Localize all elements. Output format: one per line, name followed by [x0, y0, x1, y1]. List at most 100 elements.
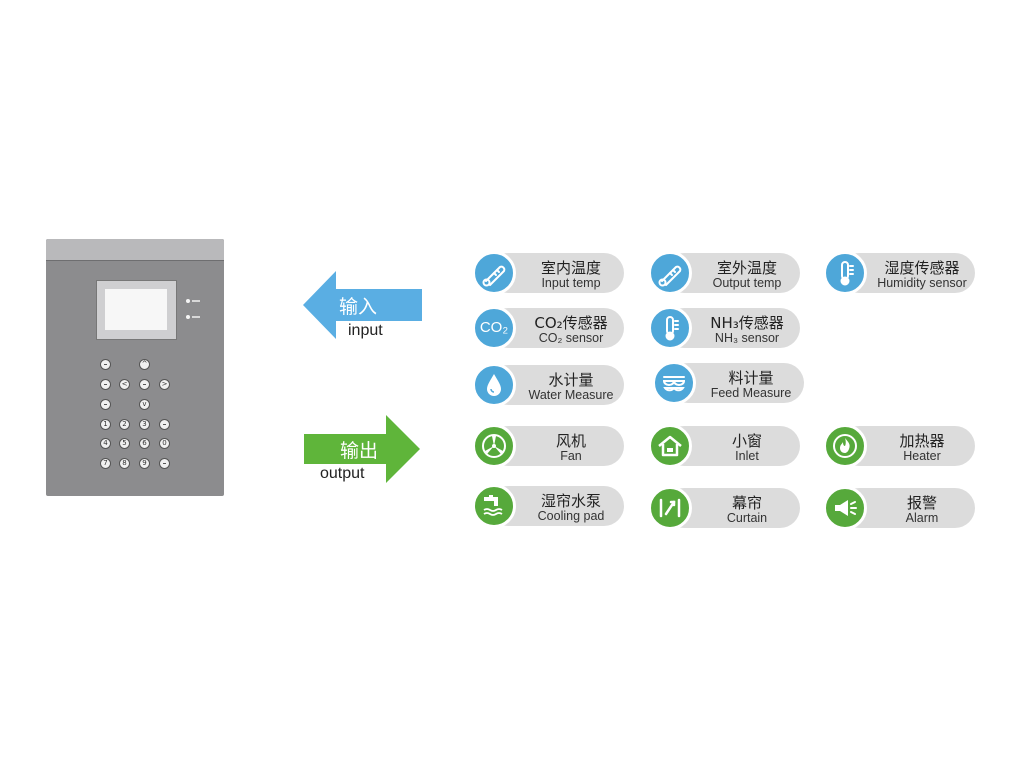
power-led-label — [192, 300, 200, 302]
curtain-icon — [648, 486, 692, 530]
keypad-key[interactable]: 0 — [159, 438, 170, 449]
keypad-key[interactable]: < — [119, 379, 130, 390]
controller-screen-frame — [96, 280, 177, 340]
power-led — [186, 299, 190, 303]
megaphone-icon — [823, 486, 867, 530]
house-icon — [648, 424, 692, 468]
input-item-water-measure: 水计量 Water Measure — [472, 363, 624, 407]
output-item-cooling-pad: 湿帘水泵 Cooling pad — [472, 484, 624, 528]
keypad-key[interactable] — [139, 379, 150, 390]
output-arrow — [304, 415, 420, 483]
keypad-key-glyph: ^ — [141, 360, 148, 368]
keypad-key-glyph: < — [121, 380, 128, 388]
input-arrow-shape — [303, 271, 422, 339]
keypad-key[interactable]: > — [159, 379, 170, 390]
input-arrow — [303, 271, 422, 339]
input-label-en: Output temp — [712, 276, 782, 290]
keypad-key[interactable]: 1 — [100, 419, 111, 430]
sensor-icon — [823, 251, 867, 295]
keypad-key-glyph: 3 — [142, 420, 147, 428]
keypad-key[interactable]: 6 — [139, 438, 150, 449]
keypad-key[interactable] — [159, 458, 170, 469]
output-item-fan: 风机 Fan — [472, 424, 624, 468]
keypad-key-glyph: 1 — [103, 420, 108, 428]
keypad-key-glyph: v — [142, 400, 147, 408]
keypad-key[interactable] — [159, 419, 170, 430]
keypad-key-mark — [104, 384, 107, 385]
keypad-key[interactable] — [100, 379, 111, 390]
input-item-feed-measure: 料计量 Feed Measure — [652, 361, 804, 405]
input-label-cn: 湿度传感器 — [884, 259, 960, 277]
input-item-co2-sensor: CO₂ CO₂传感器 CO₂ sensor — [472, 306, 624, 350]
feed-icon — [652, 361, 696, 405]
input-arrow-label-en: input — [348, 322, 383, 339]
input-label-cn: 室外温度 — [716, 259, 777, 277]
output-label-en: Heater — [903, 449, 941, 463]
output-label-cn: 加热器 — [899, 432, 945, 450]
output-label-en: Inlet — [735, 449, 759, 463]
thermometer-icon — [472, 251, 516, 295]
keypad-key-glyph: 8 — [122, 459, 127, 467]
input-item-outdoor-temp: 室外温度 Output temp — [648, 251, 800, 295]
keypad-key-glyph: 6 — [142, 439, 147, 447]
keypad-key-mark — [143, 384, 146, 385]
input-label-en: Feed Measure — [710, 386, 792, 400]
faucet-icon — [472, 484, 516, 528]
input-label-en: CO₂ sensor — [538, 331, 604, 345]
keypad-key-mark — [104, 364, 107, 365]
fan-icon — [472, 424, 516, 468]
input-label-cn: CO₂传感器 — [534, 314, 608, 332]
keypad-key[interactable]: 3 — [139, 419, 150, 430]
keypad-key[interactable] — [100, 359, 111, 370]
input-item-indoor-temp: 室内温度 Input temp — [472, 251, 624, 295]
alarm-led — [186, 315, 190, 319]
input-label-cn: 料计量 — [728, 369, 774, 387]
input-label-en: Water Measure — [528, 388, 614, 402]
keypad-key-mark — [163, 424, 166, 425]
keypad-key[interactable]: 8 — [119, 458, 130, 469]
keypad-key[interactable]: 2 — [119, 419, 130, 430]
keypad-key[interactable]: ^ — [139, 359, 150, 370]
output-label-cn: 报警 — [906, 494, 937, 512]
keypad-key-glyph: 2 — [122, 420, 127, 428]
co2-icon: CO₂ — [472, 306, 516, 350]
input-item-nh3-sensor: NH₃传感器 NH₃ sensor — [648, 306, 800, 350]
input-item-humidity-sensor: 湿度传感器 Humidity sensor — [823, 251, 975, 295]
output-label-en: Alarm — [905, 511, 939, 525]
controller-screen — [105, 289, 167, 330]
output-item-inlet: 小窗 Inlet — [648, 424, 800, 468]
keypad-key-mark — [104, 404, 107, 405]
input-label-en: Input temp — [541, 276, 601, 290]
input-arrow-label-cn: 输入 — [339, 296, 378, 318]
input-label-cn: NH₃传感器 — [710, 314, 784, 332]
input-label-cn: 水计量 — [548, 371, 594, 389]
keypad-key[interactable]: v — [139, 399, 150, 410]
output-label-en: Cooling pad — [537, 509, 605, 523]
input-label-en: Humidity sensor — [877, 276, 967, 290]
output-label-cn: 风机 — [555, 432, 586, 450]
keypad-key[interactable] — [100, 399, 111, 410]
keypad-key-glyph: 7 — [103, 459, 108, 467]
sensor-icon — [648, 306, 692, 350]
keypad-key[interactable]: 9 — [139, 458, 150, 469]
controller-top-bar — [46, 239, 224, 261]
output-label-cn: 小窗 — [731, 432, 762, 450]
output-item-alarm: 报警 Alarm — [823, 486, 975, 530]
output-item-heater: 加热器 Heater — [823, 424, 975, 468]
keypad-key[interactable]: 4 — [100, 438, 111, 449]
output-arrow-label-en: output — [320, 465, 365, 482]
output-item-curtain: 幕帘 Curtain — [648, 486, 800, 530]
input-label-en: NH₃ sensor — [714, 331, 780, 345]
keypad-key[interactable]: 5 — [119, 438, 130, 449]
output-label-cn: 湿帘水泵 — [540, 492, 601, 510]
output-label-en: Fan — [560, 449, 582, 463]
thermometer-icon — [648, 251, 692, 295]
output-arrow-label-cn: 输出 — [340, 440, 379, 462]
keypad-key-glyph: 0 — [162, 439, 167, 447]
keypad-key[interactable]: 7 — [100, 458, 111, 469]
co2-icon-text: CO₂ — [479, 319, 509, 336]
keypad-key-glyph: > — [161, 380, 168, 388]
input-label-cn: 室内温度 — [540, 259, 601, 277]
